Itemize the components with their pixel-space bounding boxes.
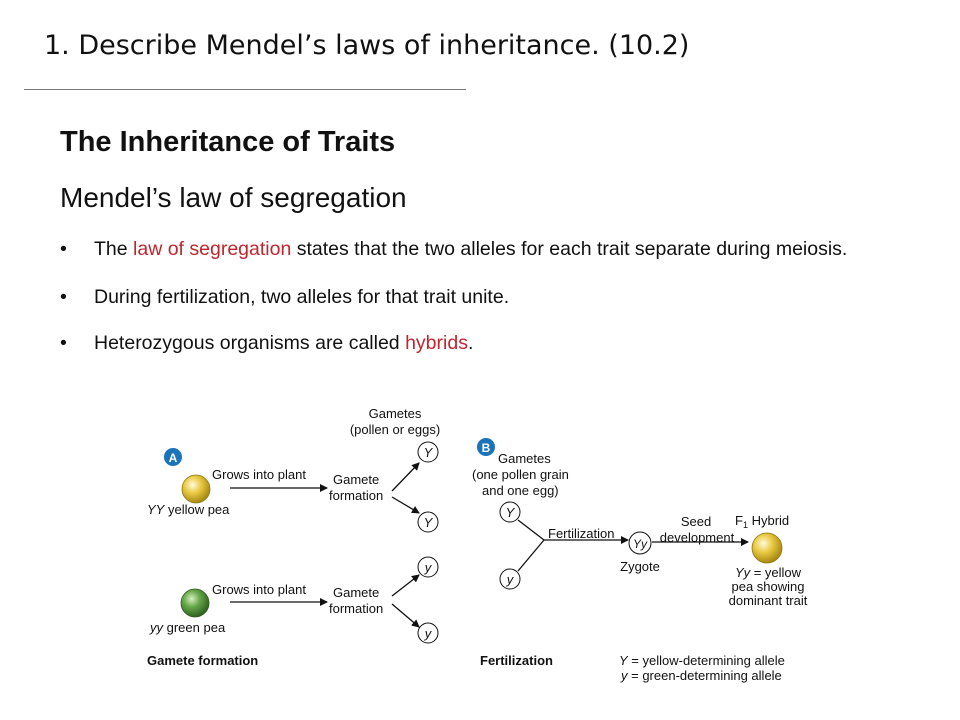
arrow-branch-top-down [391, 496, 420, 514]
gamete-label-bottom: Gamete [333, 585, 379, 600]
hybrid-pea-icon [751, 532, 783, 564]
svg-text:y: y [424, 560, 433, 575]
term-law-of-segregation: law of segregation [133, 238, 292, 260]
bullet-fertilization: During fertilization, two alleles for th… [60, 284, 860, 310]
gametes-top-sublabel: (pollen or eggs) [350, 422, 440, 437]
arrow-fert-upper [517, 519, 545, 541]
grows-into-plant-label-top: Grows into plant [212, 467, 306, 482]
gamete-y-bottom-2 [417, 622, 439, 644]
gamete-y-bottom-1 [417, 556, 439, 578]
arrow-branch-bottom-down [391, 603, 420, 628]
gamete-formation-label: Gamete formation [147, 653, 258, 668]
section-subheading: Mendel’s law of segregation [60, 182, 407, 213]
formation-label-top: formation [329, 488, 383, 503]
fertilization-arrow-label: Fertilization [548, 526, 614, 541]
svg-text:Y: Y [424, 445, 434, 460]
gamete-y-b [499, 568, 521, 590]
badge-a-letter: A [169, 451, 178, 465]
gametes-b-line2: (one pollen grain [472, 467, 569, 482]
gamete-Y-top-1 [417, 441, 439, 463]
svg-text:y: y [506, 572, 515, 587]
badge-b-icon [477, 438, 495, 456]
arrow-branch-bottom-up [391, 574, 420, 597]
section-heading: The Inheritance of Traits [60, 126, 396, 158]
fertilization-label: Fertilization [480, 653, 553, 668]
arrow-branch-top-up [391, 462, 420, 492]
bullet-hybrids: Heterozygous organisms are called hybrid… [60, 330, 860, 356]
hybrid-caption-line3: dominant trait [729, 593, 808, 608]
yy-yellow-pea-label: YY yellow pea [147, 502, 230, 517]
title-divider [24, 89, 466, 90]
bullet-list: The law of segregation states that the t… [60, 236, 860, 356]
svg-text:Yy: Yy [633, 537, 648, 551]
svg-text:y: y [424, 626, 433, 641]
badge-a-icon [164, 448, 182, 466]
key-green-allele: y = green-determining allele [620, 668, 782, 683]
svg-text:Y: Y [424, 515, 434, 530]
grows-into-plant-label-bottom: Grows into plant [212, 582, 306, 597]
gamete-Y-b [499, 501, 521, 523]
bullet-law-of-segregation: The law of segregation states that the t… [60, 236, 860, 262]
hybrid-caption-line2: pea showing [732, 579, 805, 594]
gametes-b-line3: and one egg) [482, 483, 559, 498]
seed-label: Seed [681, 514, 711, 529]
badge-b-letter: B [482, 441, 491, 455]
slide-title: 1. Describe Mendel’s laws of inheritance… [44, 30, 690, 61]
green-pea-icon [180, 588, 210, 618]
hybrid-caption-line1: Yy = yellow [735, 565, 802, 580]
development-label: development [660, 530, 735, 545]
gamete-label-top: Gamete [333, 472, 379, 487]
yy-green-pea-label: yy green pea [149, 620, 226, 635]
f1-hybrid-label: F1 Hybrid [735, 513, 789, 530]
zygote-label: Zygote [620, 559, 660, 574]
formation-label-bottom: formation [329, 601, 383, 616]
key-yellow-allele: Y = yellow-determining allele [619, 653, 785, 668]
gametes-top-label: Gametes [369, 406, 422, 421]
segregation-figure: Gametes (pollen or eggs) A YY yellow pea… [147, 406, 808, 683]
gamete-Y-top-2 [417, 511, 439, 533]
svg-text:Y: Y [506, 505, 516, 520]
arrow-fert-lower [517, 539, 545, 572]
yellow-pea-icon [181, 474, 211, 504]
gametes-b-label: Gametes [498, 451, 551, 466]
zygote-circle [628, 531, 652, 555]
term-hybrids: hybrids [405, 332, 468, 354]
